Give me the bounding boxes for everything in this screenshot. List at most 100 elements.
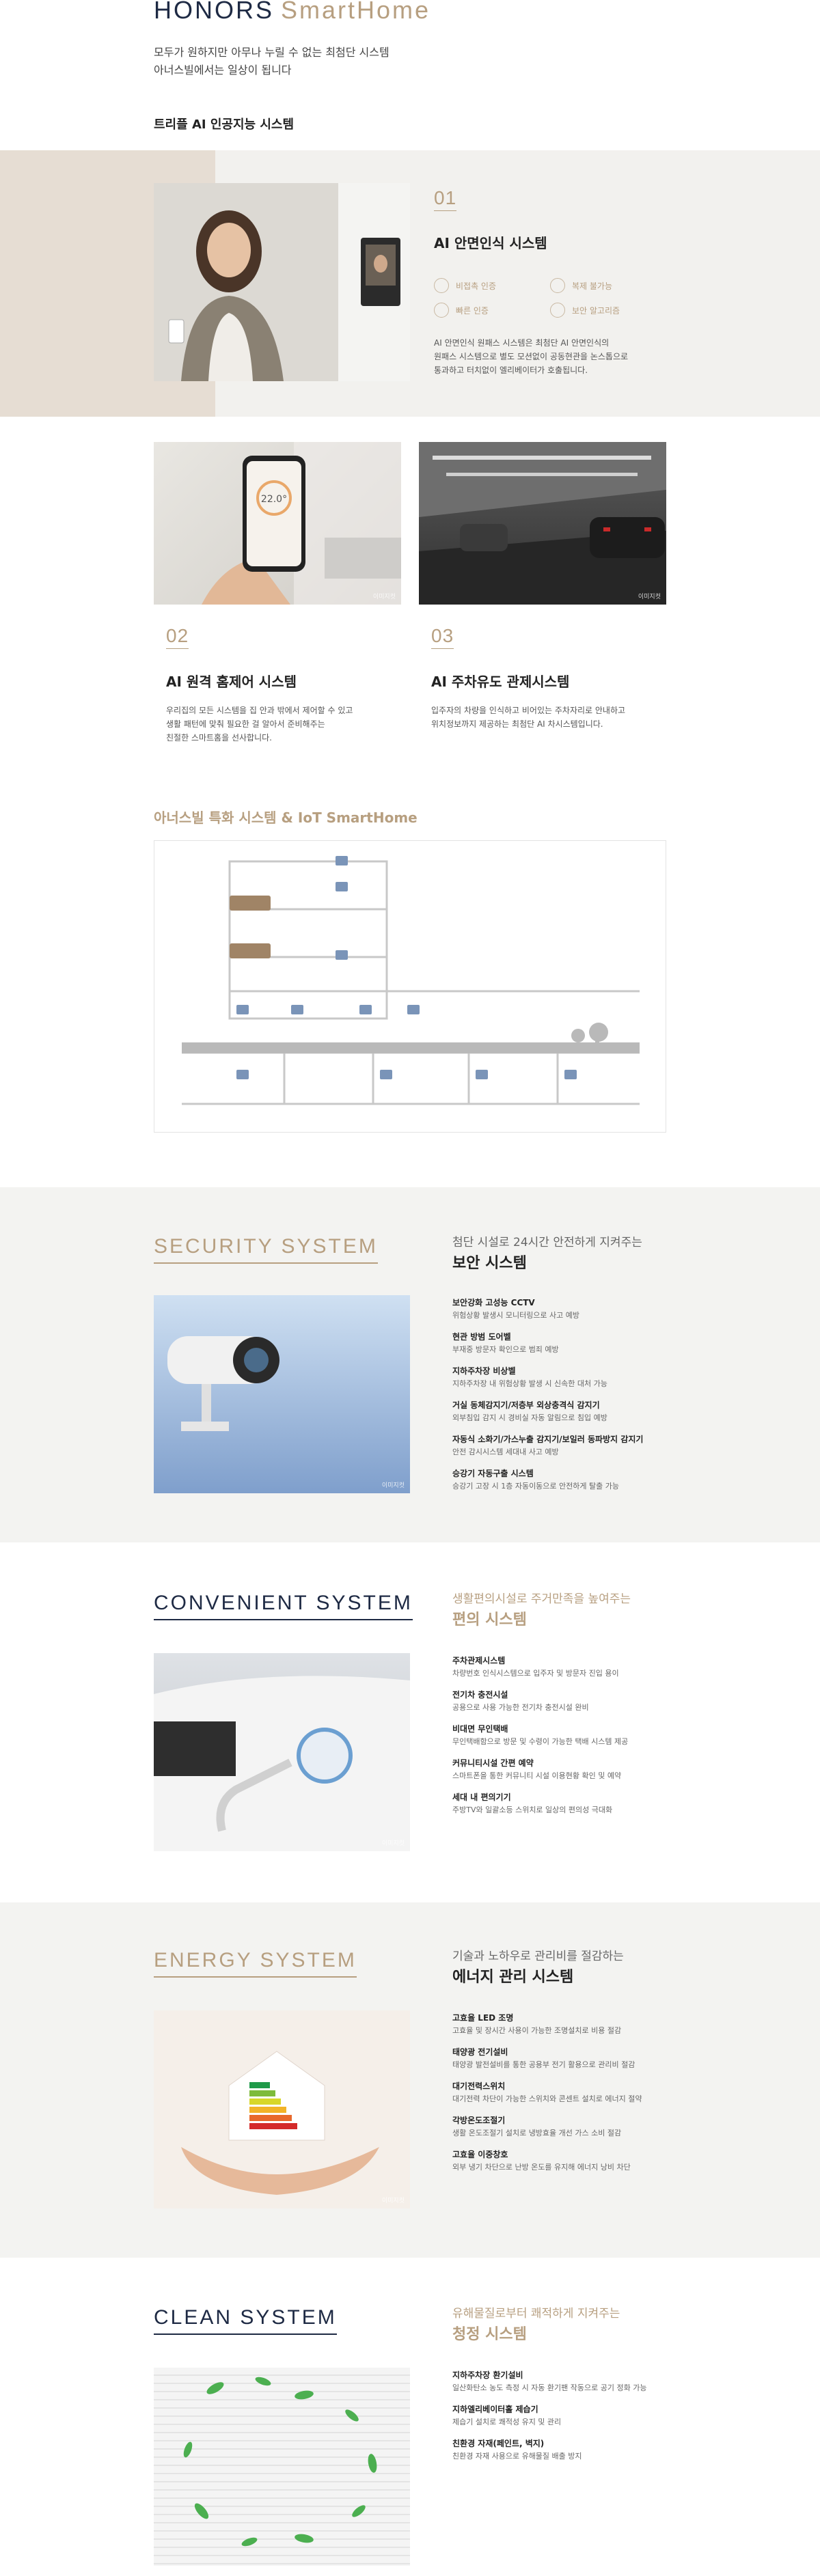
feature3-number: 03 xyxy=(431,625,454,649)
item-title: 지하엘리베이터홀 제습기 xyxy=(452,2405,538,2414)
convenient-sub: 생활편의시설로 주거만족을 높여주는 xyxy=(452,1592,631,1606)
item-desc: 외부 냉기 차단으로 난방 온도를 유지해 에너지 낭비 차단 xyxy=(452,2163,631,2172)
security-section: SECURITY SYSTEM 첨단 시설로 24시간 안전하게 지켜주는 보안… xyxy=(0,1187,820,1542)
feature2-title: AI 원격 홈제어 시스템 xyxy=(166,674,297,690)
building-diagram xyxy=(182,856,640,1105)
remote-control-photo: 22.0° 이미지컷 xyxy=(154,442,401,605)
item-title: 고효율 LED 조명 xyxy=(452,2013,514,2023)
item-title: 세대 내 편의기기 xyxy=(452,1792,511,1802)
shield-icon xyxy=(550,303,565,318)
parking-photo: 이미지컷 xyxy=(419,442,666,605)
feature1-number: 01 xyxy=(434,187,457,211)
clean-air-photo xyxy=(154,2368,410,2566)
security-main: 보안 시스템 xyxy=(452,1255,527,1272)
item-desc: 지하주차장 내 위험상황 발생 시 신속한 대처 가능 xyxy=(452,1379,607,1388)
item-title: 태양광 전기설비 xyxy=(452,2047,508,2057)
no-copy-icon xyxy=(550,278,565,293)
item-desc: 태양광 발전설비를 통한 공용부 전기 활용으로 관리비 절감 xyxy=(452,2060,636,2069)
desc-line: 친절한 스마트홈을 선사합니다. xyxy=(166,733,272,743)
feature3-desc: 입주자의 차량을 인식하고 비어있는 주차자리로 안내하고 위치정보까지 제공하… xyxy=(431,704,625,731)
face-recognition-photo xyxy=(154,183,410,381)
item-desc: 스마트폰을 통한 커뮤니티 시설 이용현황 확인 및 예약 xyxy=(452,1771,622,1780)
item-title: 지하주차장 비상벨 xyxy=(452,1366,516,1376)
item-desc: 대기전력 차단이 가능한 스위치와 콘센트 설치로 에너지 절약 xyxy=(452,2094,642,2103)
security-sub: 첨단 시설로 24시간 안전하게 지켜주는 xyxy=(452,1236,642,1249)
energy-photo: 이미지컷 xyxy=(154,2010,410,2208)
item-desc: 고효율 및 장시간 사용이 가능한 조명설치로 비용 절감 xyxy=(452,2026,622,2035)
energy-section: ENERGY SYSTEM 기술과 노하우로 관리비를 절감하는 에너지 관리 … xyxy=(0,1902,820,2258)
item-desc: 주방TV와 일괄소등 스위치로 일상의 편의성 극대화 xyxy=(452,1805,613,1814)
desc-line: 원패스 시스템으로 별도 모션없이 공동현관을 논스톱으로 xyxy=(434,352,629,361)
tag-security: 보안 알고리즘 xyxy=(550,298,666,322)
desc-line: 위치정보까지 제공하는 최첨단 AI 차시스템입니다. xyxy=(431,719,603,729)
cctv-photo: 이미지컷 xyxy=(154,1295,410,1493)
brand-main: HONORS xyxy=(154,0,275,24)
svg-text:22.0°: 22.0° xyxy=(261,494,287,505)
desc-line: 입주자의 차량을 인식하고 비어있는 주차자리로 안내하고 xyxy=(431,706,626,715)
intro-text: 모두가 원하지만 아무나 누릴 수 없는 최첨단 시스템 아너스빌에서는 일상이… xyxy=(154,44,536,79)
tag-touchless: 비접촉 인증 xyxy=(434,273,550,298)
iot-diagram xyxy=(154,840,666,1133)
item-desc: 위험상황 발생시 모니터링으로 사고 예방 xyxy=(452,1311,580,1320)
iot-title: 아너스빌 특화 시스템 & IoT SmartHome xyxy=(154,809,418,826)
energy-main: 에너지 관리 시스템 xyxy=(452,1969,574,1986)
item-title: 비대면 무인택배 xyxy=(452,1724,508,1734)
face-recognition-illustration xyxy=(154,183,410,381)
feature1-title: AI 안면인식 시스템 xyxy=(434,235,547,251)
intro-line: 모두가 원하지만 아무나 누릴 수 없는 최첨단 시스템 xyxy=(154,46,390,59)
desc-line: 통과하고 터치없이 엘리베이터가 호출됩니다. xyxy=(434,365,588,375)
smartphone-illustration: 22.0° xyxy=(202,442,401,605)
cctv-illustration xyxy=(167,1336,279,1431)
item-title: 커뮤니티시설 간편 예약 xyxy=(452,1758,534,1768)
tag-no-copy: 복제 불가능 xyxy=(550,273,666,298)
item-desc: 차량번호 인식시스템으로 입주자 및 방문자 진입 용이 xyxy=(452,1669,619,1678)
tag-label: 보안 알고리즘 xyxy=(572,305,620,316)
security-heading: SECURITY SYSTEM xyxy=(154,1235,378,1264)
feature2-caption: 이미지컷 xyxy=(372,594,396,600)
ev-charger-illustration xyxy=(154,1676,410,1851)
item-desc: 공용으로 사용 가능한 전기차 충전시설 완비 xyxy=(452,1703,589,1712)
tag-label: 비접촉 인증 xyxy=(456,281,497,291)
desc-line: 생활 패턴에 맞춰 필요한 걸 알아서 준비해주는 xyxy=(166,719,325,729)
item-title: 대기전력스위치 xyxy=(452,2081,506,2091)
clean-main: 청정 시스템 xyxy=(452,2326,527,2343)
energy-heading: ENERGY SYSTEM xyxy=(154,1949,357,1978)
convenient-section: CONVENIENT SYSTEM 생활편의시설로 주거만족을 높여주는 편의 … xyxy=(0,1545,820,1900)
tag-label: 복제 불가능 xyxy=(572,281,613,291)
item-title: 보안강화 고성능 CCTV xyxy=(452,1298,535,1307)
item-title: 주차관제시스템 xyxy=(452,1656,506,1665)
leaves-illustration xyxy=(183,2377,377,2547)
item-title: 친환경 자재(페인트, 벽지) xyxy=(452,2439,545,2448)
energy-house-illustration xyxy=(181,2051,379,2195)
brand-sub: SmartHome xyxy=(281,0,431,24)
touchless-icon xyxy=(434,278,449,293)
tag-label: 빠른 인증 xyxy=(456,305,489,316)
item-title: 각방온도조절기 xyxy=(452,2116,506,2125)
feature3-title: AI 주차유도 관제시스템 xyxy=(431,674,570,690)
item-desc: 일산화탄소 농도 측정 시 자동 환기팬 작동으로 공기 정화 가능 xyxy=(452,2383,647,2392)
item-desc: 생활 온도조절기 설치로 냉방효율 개선 가스 소비 절감 xyxy=(452,2129,622,2137)
clean-sub: 유해물질로부터 쾌적하게 지켜주는 xyxy=(452,2307,620,2321)
feature2-desc: 우리집의 모든 시스템을 집 안과 밖에서 제어할 수 있고 생활 패턴에 맞춰… xyxy=(166,704,353,745)
convenient-main: 편의 시스템 xyxy=(452,1611,527,1629)
